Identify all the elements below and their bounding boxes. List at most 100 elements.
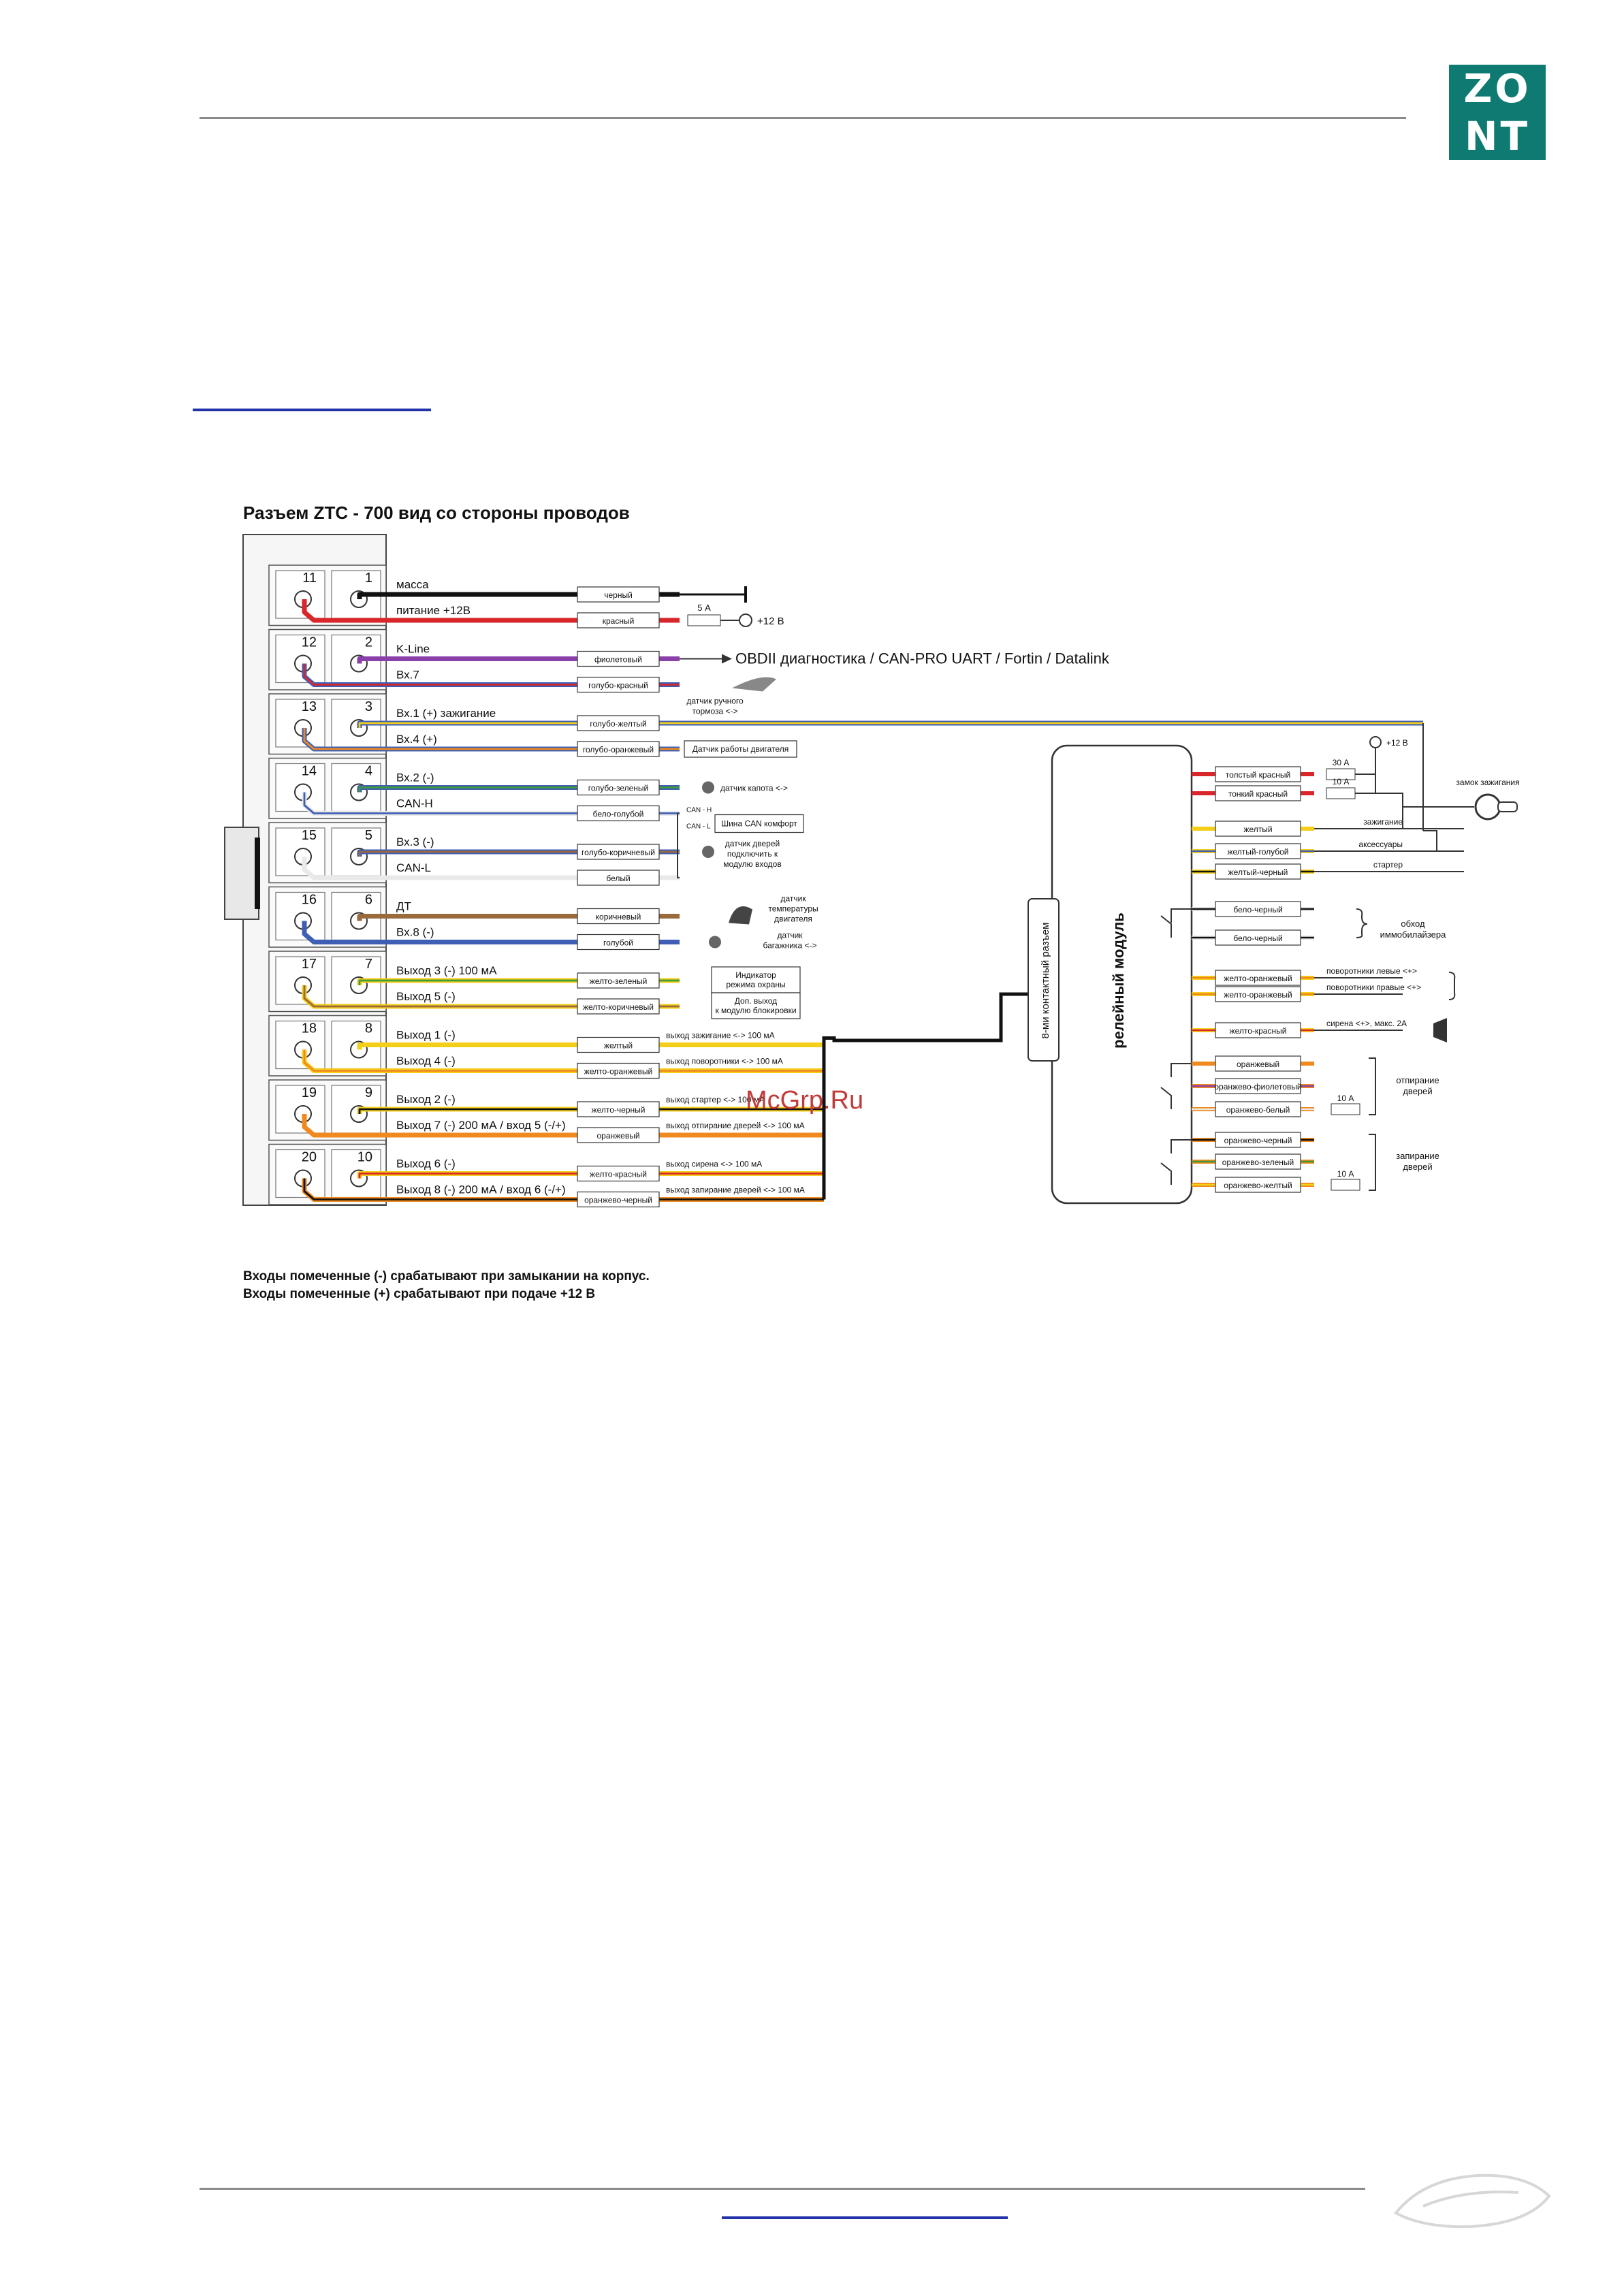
wire-label-10: CAN-L (396, 861, 431, 874)
relay-contact-1 (1160, 908, 1192, 938)
can-bus-box (714, 814, 804, 833)
relay-wire-tag-11-text: оранжевый (1237, 1060, 1279, 1069)
relay-wire-label-4: аксессуары (1358, 840, 1403, 849)
relay-wire-label-3: зажигание (1363, 817, 1403, 827)
turn-signal-brace (1448, 972, 1456, 1000)
relay-wire-tag-8-text: желто-оранжевый (1224, 974, 1292, 983)
output-label-out4: выход поворотники <-> 100 мА (666, 1057, 783, 1066)
pin-number-top-2: 12 (302, 635, 317, 650)
relay-wire-tag-15 (1215, 1153, 1301, 1170)
wire-label-18: Выход 7 (-) 200 мА / вход 5 (-/+) (396, 1119, 566, 1132)
wire-tag-15 (577, 1036, 660, 1053)
relay-plus12-terminal-icon (1369, 736, 1382, 748)
relay-wire-tag-2-text: тонкий красный (1228, 789, 1288, 799)
trunk-sensor-icon (709, 936, 721, 949)
wire-18 (302, 1114, 824, 1138)
ignition-lock-label: замок зажигания (1456, 778, 1519, 787)
footer-link-underline[interactable] (722, 2216, 1008, 2219)
wire-tag-1 (577, 586, 660, 603)
fuse-5a (687, 614, 721, 626)
wire-label-2: питание +12В (396, 604, 471, 617)
wire-tag-8-text: бело-голубой (593, 810, 644, 819)
wire-tag-1-text: черный (604, 590, 633, 600)
wire-6-stripe (303, 728, 680, 750)
wire-label-16: Выход 4 (-) (396, 1055, 456, 1068)
wire-19-stripe (358, 1173, 824, 1179)
wire-label-8: CAN-H (396, 797, 433, 810)
wire-tag-3-text: фиолетовый (594, 655, 642, 665)
output-label-out8: выход запирание дверей <-> 100 мА (666, 1185, 805, 1195)
wire-1 (357, 592, 680, 599)
footer-rule (200, 2188, 1365, 2190)
pin-number-top-5: 15 (302, 828, 317, 843)
wire-tag-2 (577, 612, 660, 628)
output-label-out6: выход сирена <-> 100 мА (666, 1160, 762, 1169)
wire-4-stripe (303, 663, 680, 686)
can-l-tag: CAN - L (686, 823, 711, 831)
relay-wire-tag-9-text: желто-оранжевый (1224, 990, 1292, 1000)
wire-14-stripe (303, 985, 680, 1008)
indicator-box-line-0: Индикатор (735, 970, 776, 980)
wire-tag-9 (577, 844, 660, 860)
wire-tag-4 (577, 676, 660, 693)
wire-tag-14 (577, 998, 660, 1015)
immobilizer-label-line-0: обход (1401, 919, 1425, 929)
wire-tag-20-text: оранжево-черный (584, 1196, 652, 1205)
pin-number-top-7: 17 (302, 957, 317, 972)
fuse-30a-label: 30 А (1333, 758, 1350, 767)
relay-contact-3 (1160, 1139, 1192, 1185)
header-link-underline[interactable] (193, 409, 431, 411)
relay-wire-tag-14 (1215, 1132, 1301, 1148)
wire-tag-11-text: коричневый (596, 912, 641, 922)
can-bus-box-line-0: Шина CAN комфорт (721, 819, 797, 829)
wire-label-3: K-Line (396, 643, 430, 656)
wire-tag-17-text: желто-черный (592, 1105, 646, 1115)
wire-tag-6-text: голубо-оранжевый (583, 745, 654, 754)
wire-17-stripe (358, 1108, 824, 1114)
wire-tag-16-text: желто-оранжевый (584, 1067, 652, 1077)
relay-wire-tag-2 (1215, 785, 1301, 801)
fuse-lock-label: 10 А (1337, 1169, 1354, 1179)
output-label-out7: выход отпирание дверей <-> 100 мА (666, 1121, 805, 1130)
wire-label-20: Выход 8 (-) 200 мА / вход 6 (-/+) (396, 1183, 566, 1196)
unlock-label-line-0: отпирание (1396, 1075, 1439, 1085)
extra-output-box-line-1: к модулю блокировки (715, 1006, 796, 1015)
relay-wire-tag-10-text: желто-красный (1230, 1026, 1287, 1036)
indicator-box (711, 966, 801, 993)
wire-tag-10 (577, 870, 660, 886)
relay-wire-label-8: поворотники левые <+> (1326, 966, 1417, 976)
header-rule (200, 117, 1406, 119)
relay-wire-tag-12 (1215, 1078, 1301, 1094)
logo-line-2: NT (1464, 113, 1531, 159)
wire-tag-7 (577, 779, 660, 796)
relay-plus12-label: +12 В (1386, 738, 1408, 748)
plus12-label: +12 В (757, 616, 784, 627)
power-feed (1355, 742, 1376, 794)
wire-13-stripe (358, 979, 680, 985)
engine-sensor-box (684, 740, 797, 758)
relay-wire-tag-1-text: толстый красный (1226, 770, 1290, 780)
car-icon (1393, 2173, 1551, 2229)
wire-tag-6 (577, 741, 660, 757)
trunk-sensor-label-line-0: датчик (777, 931, 803, 940)
pin-number-bottom-7: 7 (365, 957, 372, 972)
wire-label-6: Вх.4 (+) (396, 733, 437, 746)
wire-label-13: Выход 3 (-) 100 мА (396, 964, 497, 977)
wire-3 (357, 656, 680, 664)
door-sensor-label-line-1: подключить к (727, 849, 778, 859)
relay-wire-tag-8 (1215, 970, 1301, 986)
temp-sensor-icon (729, 906, 752, 925)
wire-tag-18-text: оранжевый (596, 1131, 639, 1141)
relay-wire-tag-4-text: желтый-голубой (1227, 847, 1288, 857)
note-minus: Входы помеченные (-) срабатывают при зам… (243, 1269, 650, 1284)
handbrake-icon (732, 677, 776, 692)
relay-wire-tag-5-text: желтый-черный (1228, 867, 1288, 877)
immobilizer-label-line-1: иммобилайзера (1380, 929, 1446, 940)
handbrake-label-line-1: тормоза <-> (692, 707, 737, 716)
temp-sensor-label-line-1: температуры (768, 904, 818, 914)
wire-7-stripe (358, 786, 680, 793)
wire-tag-7-text: голубо-зеленый (588, 784, 648, 793)
ignition-key-head-icon (1497, 801, 1518, 812)
wire-10 (302, 857, 680, 880)
relay-wire-tag-4 (1215, 843, 1301, 859)
